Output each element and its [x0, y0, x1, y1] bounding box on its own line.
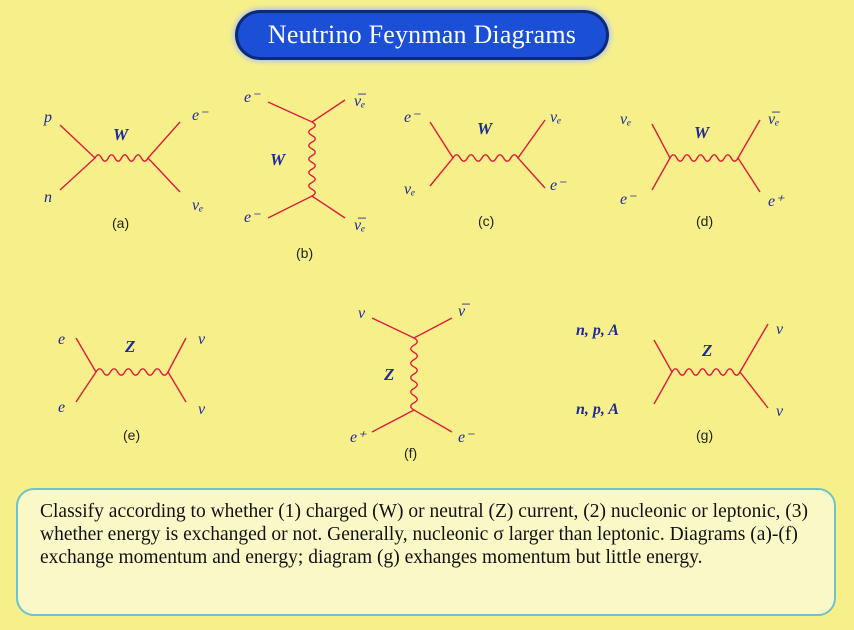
label-br: e⁻: [550, 177, 567, 194]
caption-e: (e): [123, 427, 140, 443]
label-bl: e⁺: [350, 429, 367, 446]
boson-propagator: [452, 154, 519, 162]
title-banner: Neutrino Feynman Diagrams: [238, 13, 606, 57]
boson-label: Z: [124, 337, 135, 356]
caption-b: (b): [296, 245, 313, 261]
label-br: νₑ: [192, 197, 203, 214]
diagram-d: νₑ e⁻ ν̅ₑ e⁺ W (d): [620, 111, 785, 229]
label-tr: ν: [198, 331, 206, 348]
label-tl: p: [43, 109, 52, 126]
label-bl: n: [44, 189, 52, 206]
boson-label: W: [113, 125, 130, 144]
label-tl: ν: [358, 305, 366, 322]
boson-propagator: [669, 154, 739, 162]
boson-propagator: [671, 368, 741, 376]
boson-label: W: [694, 123, 711, 142]
boson-label: W: [270, 150, 287, 169]
diagram-b: e⁻ e⁻ ν̅ₑ ν̅ₑ W (b): [244, 89, 366, 261]
label-tl: n, p, A: [576, 322, 619, 339]
label-tr: e⁻: [192, 107, 209, 124]
label-br: e⁻: [458, 429, 475, 446]
fermion-line: [147, 121, 181, 193]
caption-text: Classify according to whether (1) charge…: [40, 501, 808, 568]
diagram-g: n, p, A n, p, A ν ν Z (g): [576, 321, 784, 443]
page-title: Neutrino Feynman Diagrams: [267, 20, 577, 49]
label-tl: e⁻: [404, 109, 421, 126]
boson-propagator: [308, 121, 316, 197]
fermion-line: [371, 317, 453, 339]
label-bl: νₑ: [404, 181, 415, 198]
diagram-f: ν e⁺ ν̅ e⁻ Z (f): [350, 303, 475, 461]
label-tl: e⁻: [244, 89, 261, 106]
boson-propagator: [410, 337, 418, 411]
label-tr: ν̅ₑ: [768, 111, 780, 128]
fermion-line: [371, 409, 453, 433]
label-bl: e⁻: [244, 209, 261, 226]
caption-a: (a): [112, 215, 129, 231]
label-tr: ν̅: [458, 303, 470, 320]
fermion-line: [59, 124, 97, 191]
label-bl: e: [58, 399, 65, 416]
boson-label: Z: [701, 341, 712, 360]
label-br: ν: [776, 403, 784, 420]
caption-c: (c): [478, 213, 494, 229]
boson-propagator: [94, 154, 149, 162]
label-bl: n, p, A: [576, 401, 619, 418]
label-tl: νₑ: [620, 111, 631, 128]
fermion-line: [517, 119, 546, 189]
boson-label: W: [477, 119, 494, 138]
fermion-line: [739, 323, 769, 409]
boson-propagator: [95, 368, 169, 376]
caption-g: (g): [696, 427, 713, 443]
label-br: ν̅ₑ: [354, 217, 366, 234]
diagram-e: e e ν ν Z (e): [58, 331, 206, 443]
fermion-line: [653, 339, 673, 405]
label-tr: ν̅ₑ: [354, 93, 366, 110]
fermion-line: [267, 99, 346, 123]
caption-f: (f): [404, 445, 417, 461]
label-br: e⁺: [768, 193, 785, 210]
fermion-line: [737, 119, 761, 193]
label-br: ν: [198, 401, 206, 418]
fermion-line: [167, 337, 187, 403]
label-tr: ν: [776, 321, 784, 338]
label-bl: e⁻: [620, 191, 637, 208]
label-tl: e: [58, 331, 65, 348]
feynman-diagrams: p n e⁻ νₑ W (a) e⁻ e⁻ ν̅ₑ ν̅ₑ W (b) e⁻ ν…: [43, 89, 785, 461]
fermion-line: [267, 195, 346, 219]
boson-label: Z: [383, 365, 394, 384]
caption-d: (d): [696, 213, 713, 229]
fermion-line: [75, 337, 97, 403]
fermion-line: [429, 121, 454, 187]
fermion-line: [651, 123, 671, 191]
diagram-a: p n e⁻ νₑ W (a): [43, 107, 209, 231]
diagram-c: e⁻ νₑ νₑ e⁻ W (c): [404, 109, 567, 229]
label-tr: νₑ: [550, 109, 561, 126]
caption-box: Classify according to whether (1) charge…: [16, 488, 836, 616]
